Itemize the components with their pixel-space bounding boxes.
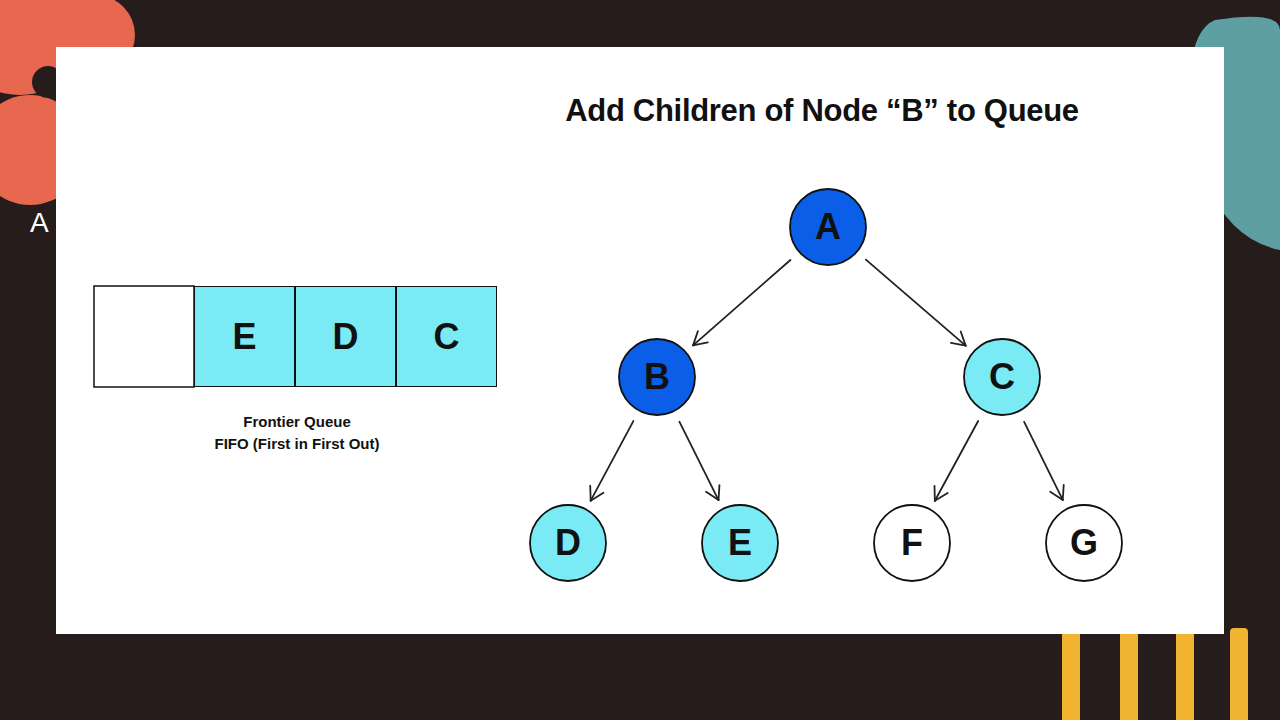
arrow-head bbox=[718, 485, 721, 500]
tree-edge bbox=[679, 422, 718, 500]
node-letter: C bbox=[989, 359, 1015, 395]
tree-node-circle: C bbox=[963, 338, 1041, 416]
arrow-head bbox=[591, 493, 604, 501]
node-letter: A bbox=[815, 209, 841, 245]
arrow-head bbox=[693, 342, 708, 345]
node-letter: B bbox=[644, 359, 670, 395]
arrow-head bbox=[961, 331, 966, 345]
queue-cell: E bbox=[194, 286, 295, 387]
arrow-head bbox=[951, 343, 966, 346]
arrow-head bbox=[589, 486, 591, 501]
queue-caption: FIFO (First in First Out) bbox=[147, 434, 447, 454]
arrow-head bbox=[693, 331, 698, 345]
arrow-head bbox=[1062, 485, 1065, 500]
tree-node-circle: G bbox=[1045, 504, 1123, 582]
tree-edge bbox=[693, 260, 790, 345]
tree-node-circle: E bbox=[701, 504, 779, 582]
queue-cell: D bbox=[295, 286, 396, 387]
node-letter: C bbox=[434, 319, 460, 355]
queue-cell: C bbox=[396, 286, 497, 387]
arrow-head bbox=[935, 493, 948, 501]
arrow-head bbox=[934, 486, 936, 501]
queue-caption: Frontier Queue bbox=[147, 412, 447, 432]
tree-node-circle: B bbox=[618, 338, 696, 416]
yellow-bars bbox=[1062, 626, 1248, 720]
node-letter: D bbox=[555, 525, 581, 561]
tree-edge bbox=[1024, 422, 1063, 500]
node-letter: F bbox=[901, 525, 923, 561]
node-letter: D bbox=[333, 319, 359, 355]
arrow-head bbox=[706, 492, 719, 500]
tree-node-circle: A bbox=[789, 188, 867, 266]
tree-edge bbox=[866, 260, 966, 346]
arrow-head bbox=[1050, 492, 1062, 500]
tree-node-circle: D bbox=[529, 504, 607, 582]
node-letter: E bbox=[728, 525, 752, 561]
tree-edge bbox=[591, 421, 634, 501]
tree-edge bbox=[935, 421, 978, 501]
slide-title: Add Children of Node “B” to Queue bbox=[520, 92, 1124, 130]
tree-node-circle: F bbox=[873, 504, 951, 582]
node-letter: E bbox=[232, 319, 256, 355]
node-letter: G bbox=[1070, 525, 1098, 561]
